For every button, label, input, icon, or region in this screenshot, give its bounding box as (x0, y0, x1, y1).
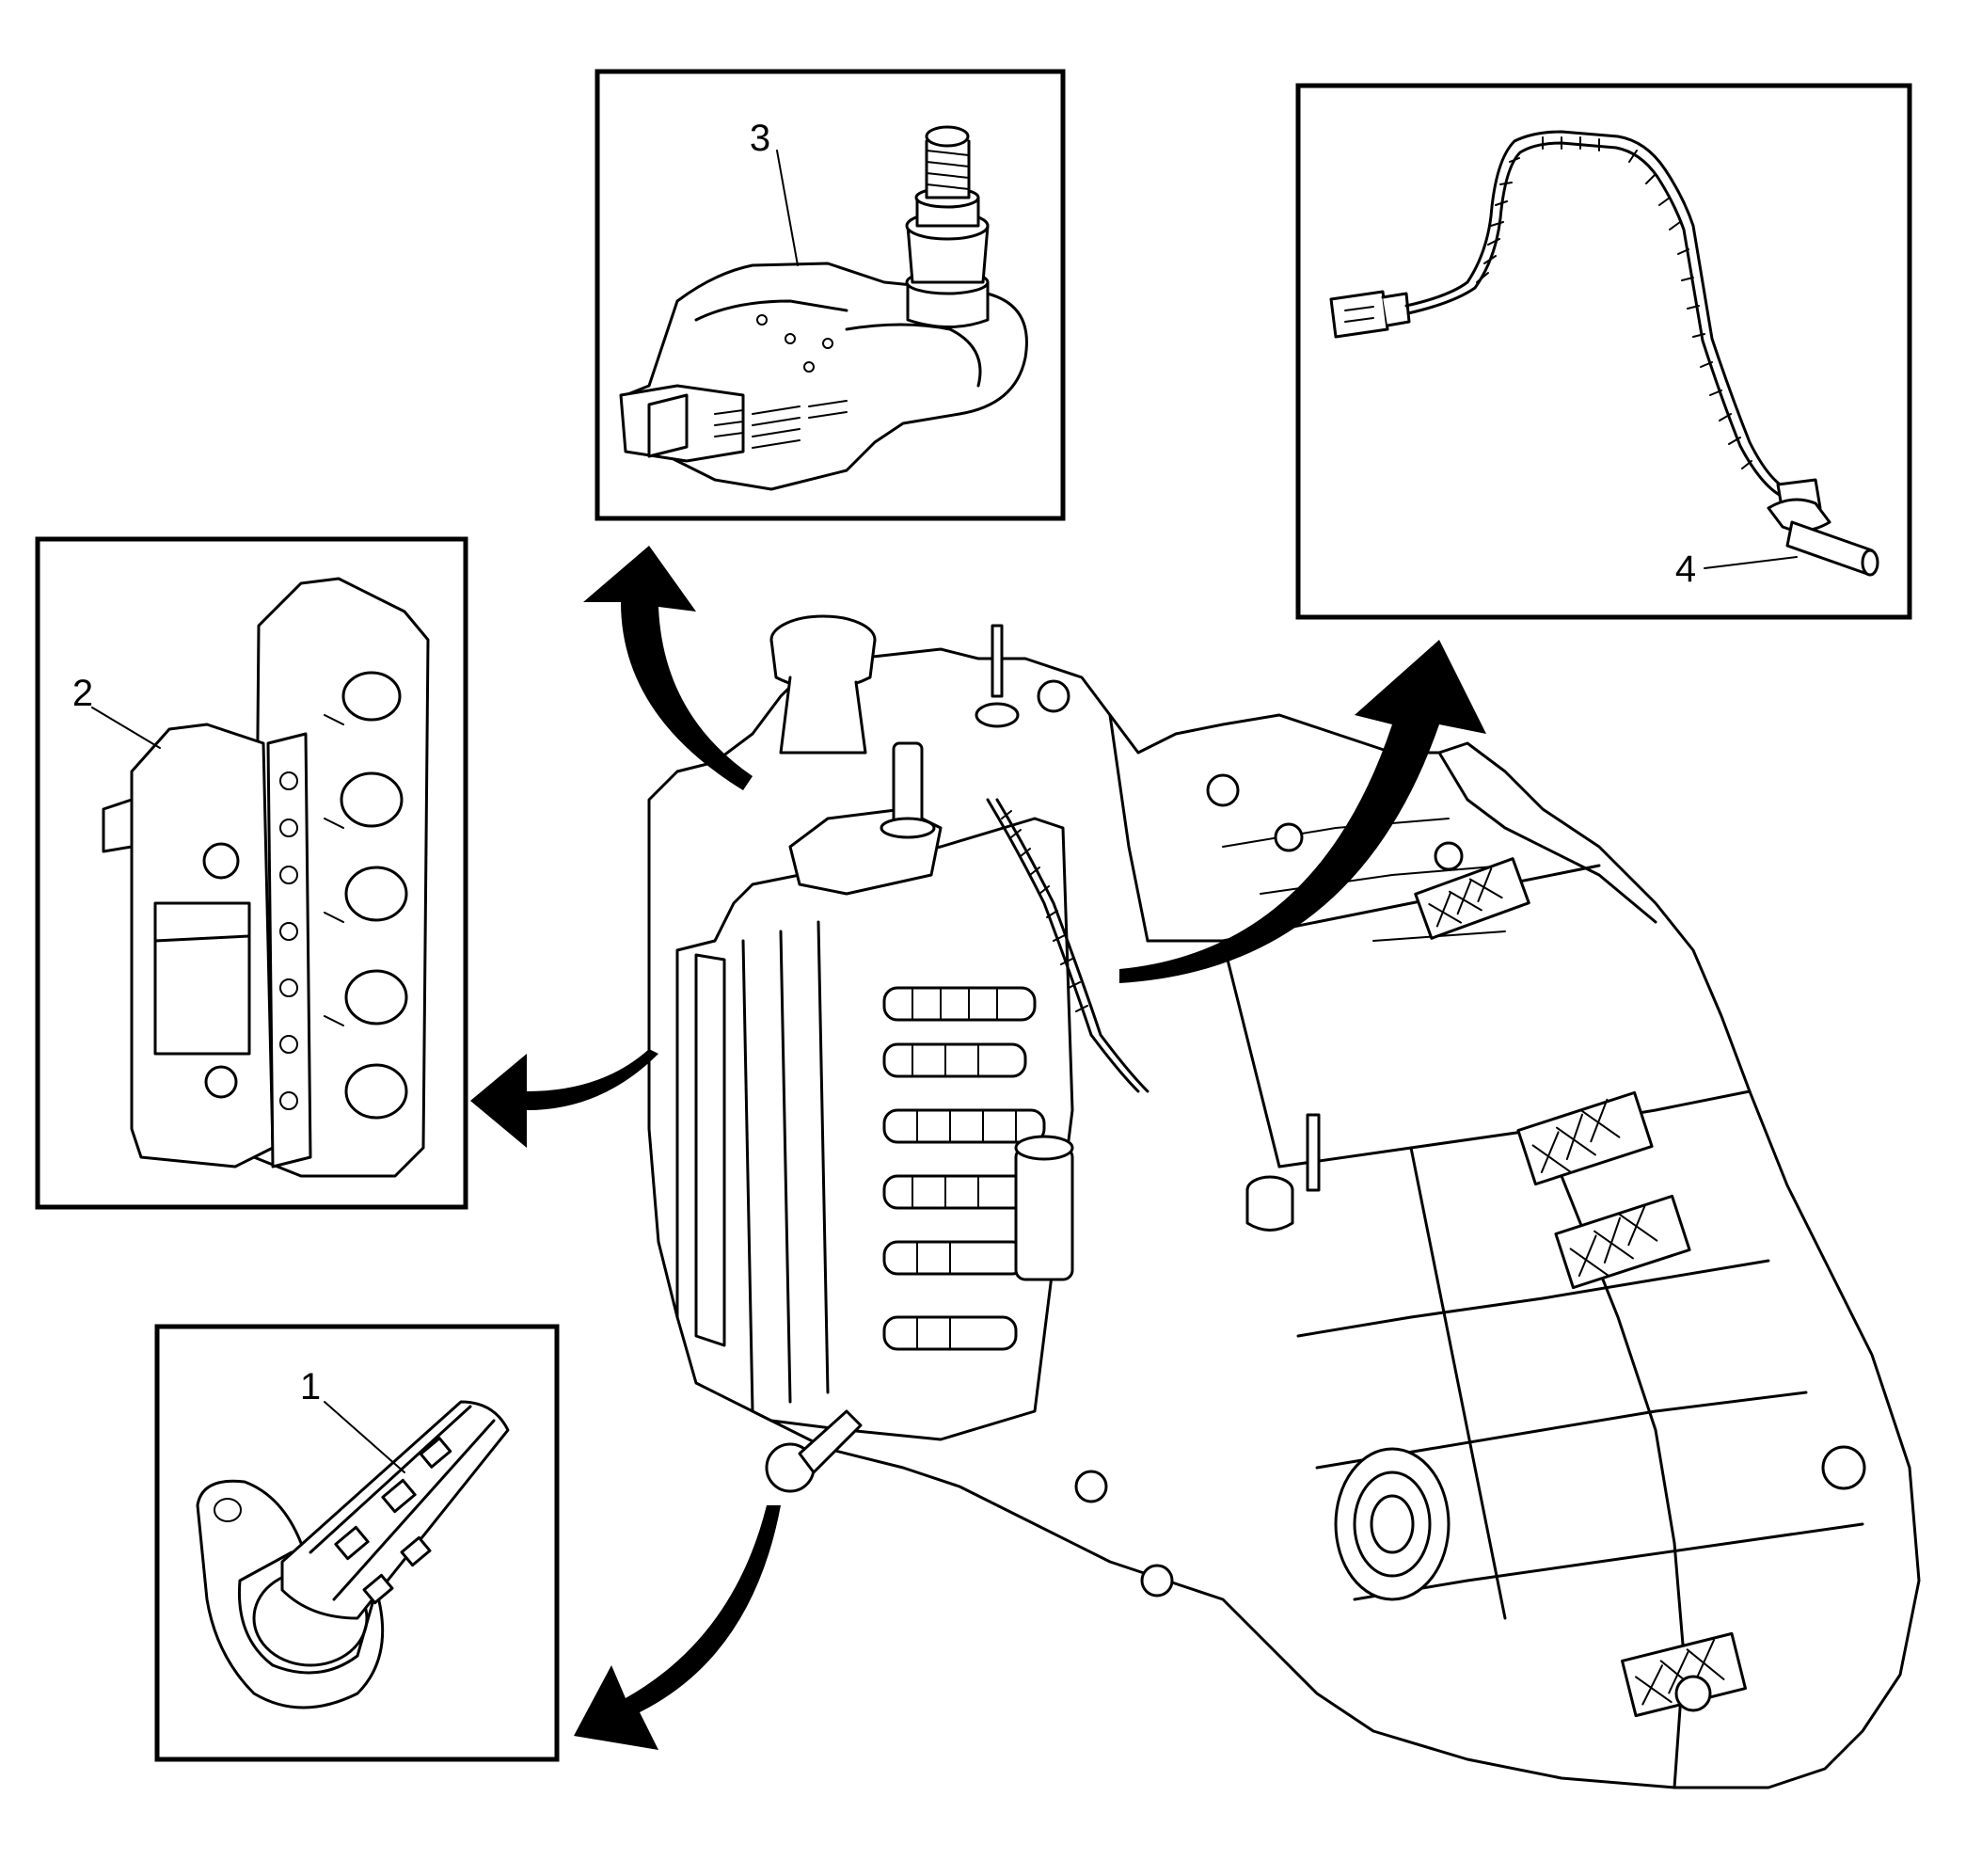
callout-label-4: 4 (1675, 548, 1696, 590)
inset-part-2: 2 (35, 536, 468, 1210)
fill-cap-icon (769, 614, 877, 755)
range-switch-icon (619, 125, 1028, 491)
valve-spools-icon (882, 986, 1046, 1351)
callout-label-2: 2 (72, 673, 93, 714)
arrow-to-part-3-icon (583, 546, 753, 790)
inset-part-3: 3 (595, 69, 1066, 521)
inset-part-4: 4 (1295, 83, 1912, 620)
output-speed-sensor-harness-icon (1329, 130, 1879, 577)
case-grille-icon (1414, 857, 1747, 1718)
control-solenoid-valve-body-icon (102, 577, 430, 1178)
callout-label-1: 1 (300, 1366, 321, 1407)
callout-label-3: 3 (750, 118, 770, 159)
arrow-to-part-1-icon (574, 1505, 781, 1750)
input-speed-sensor-icon (196, 1400, 510, 1709)
inset-part-1: 1 (154, 1324, 560, 1762)
transmission-assembly-icon (647, 614, 1921, 1789)
arrow-to-part-4-icon (1119, 640, 1486, 983)
valve-body-installed-icon (675, 741, 1149, 1493)
arrow-to-part-2-icon (470, 1049, 658, 1148)
